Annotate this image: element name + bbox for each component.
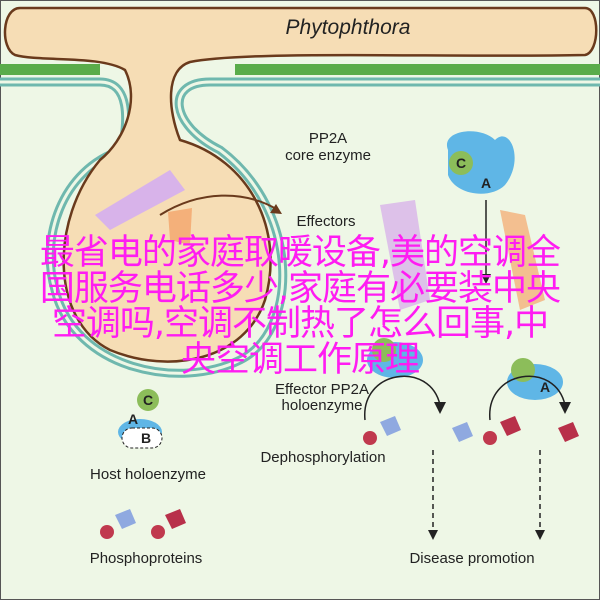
- subunit-a-letter: A: [481, 175, 491, 191]
- pathogen-label: Phytophthora: [286, 16, 411, 39]
- pp2a-label: PP2A: [309, 130, 347, 147]
- phosphate-icon: [151, 525, 165, 539]
- phosphoprotein-red: [500, 416, 521, 436]
- cell-wall-left: [0, 64, 100, 75]
- overlay-line: 空调吗,空调不制热了怎么回事,中: [51, 304, 549, 344]
- effector-pp2a-label: Effector PP2A: [275, 381, 369, 398]
- effector-purple-complex: [380, 200, 430, 310]
- holoenzyme-label: holoenzyme: [282, 397, 363, 414]
- arrowhead-icon: [428, 530, 438, 540]
- secretion-arrow: [159, 194, 279, 216]
- overlay-line: 国服务电话多少,家庭有必要装中央: [39, 268, 561, 309]
- core-enzyme-label: core enzyme: [285, 147, 371, 164]
- dephosphorylation-arc-left: [364, 375, 441, 421]
- effectors-label: Effectors: [297, 213, 356, 230]
- cell-wall-right: [235, 64, 600, 75]
- effector-orange-protein: [168, 208, 192, 245]
- subunit-c-shape: [449, 151, 473, 175]
- phosphoprotein-red-legend: [165, 509, 186, 529]
- host-holoenzyme-label: Host holoenzyme: [90, 466, 206, 483]
- subunit-a-letter: A: [128, 411, 138, 427]
- subunit-c-letter: C: [143, 392, 153, 408]
- effector-purple-protein: [95, 170, 185, 230]
- subunit-a-letter: A: [540, 379, 550, 395]
- phosphate-icon: [483, 431, 497, 445]
- subunit-c-complex-left: [372, 338, 396, 362]
- protein-blue: [452, 422, 473, 442]
- subunit-c-letter: C: [456, 155, 466, 171]
- arrowhead-icon: [559, 402, 571, 414]
- effector-orange-complex: [500, 210, 545, 310]
- dephosphorylation-label: Dephosphorylation: [260, 449, 385, 466]
- overlay-line: 央空调工作原理: [180, 339, 420, 380]
- arrowhead-icon: [535, 530, 545, 540]
- phosphoprotein-blue-legend: [115, 509, 136, 529]
- arrowhead-icon: [434, 402, 446, 414]
- phosphate-icon: [363, 431, 377, 445]
- arrowhead-icon: [481, 274, 491, 284]
- disease-promotion-label: Disease promotion: [409, 550, 534, 567]
- phosphoproteins-label: Phosphoproteins: [90, 550, 203, 567]
- subunit-b-letter: B: [141, 430, 151, 446]
- host-subunit-c: [137, 389, 159, 411]
- subunit-a-shape: [446, 131, 515, 194]
- dephosphorylation-arc-right: [489, 375, 566, 421]
- phosphate-icon: [100, 525, 114, 539]
- secretion-arrowhead-icon: [270, 204, 282, 214]
- phytophthora-haustorium: [3, 6, 598, 363]
- overlay-caption: 最省电的家庭取暖设备,美的空调全 国服务电话多少,家庭有必要装中央 空调吗,空调…: [0, 233, 600, 380]
- phosphoprotein-blue: [380, 416, 401, 436]
- host-subunit-b: [121, 427, 163, 449]
- overlay-line: 最省电的家庭取暖设备,美的空调全: [39, 233, 561, 273]
- protein-red: [558, 422, 579, 442]
